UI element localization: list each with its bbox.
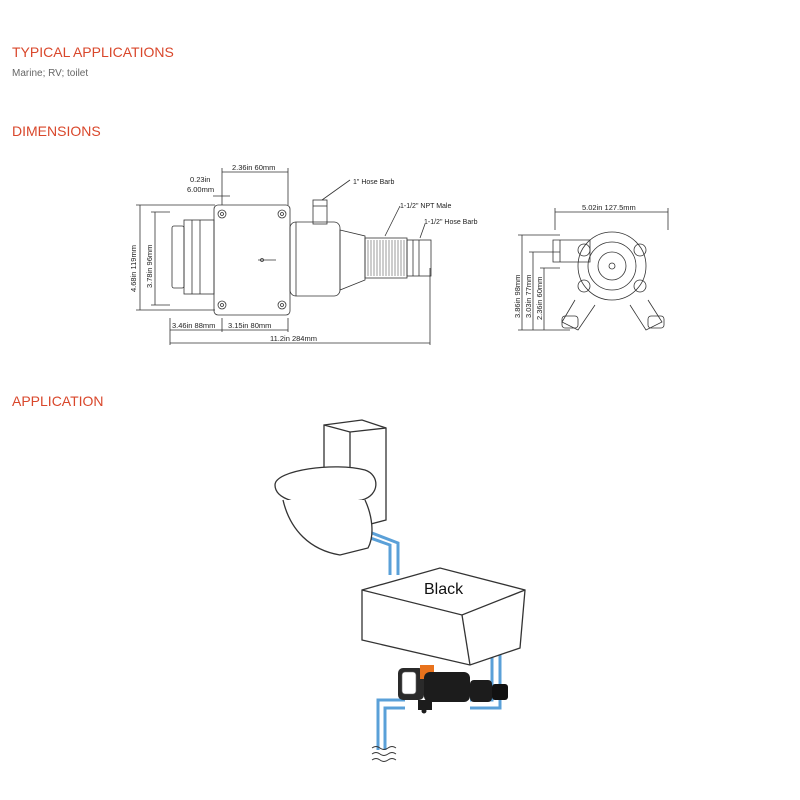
typical-applications-heading: TYPICAL APPLICATIONS: [12, 44, 174, 60]
toilet-illustration: [274, 419, 387, 556]
application-heading: APPLICATION: [12, 393, 104, 409]
label-hose-barb-1: 1" Hose Barb: [353, 179, 395, 186]
dim-hole-in: 0.23in: [190, 175, 210, 184]
top-hose-barb: [312, 199, 328, 225]
side-view-drawing: [518, 208, 669, 331]
pump-housing: [289, 221, 341, 297]
pump-illustration: [398, 665, 508, 714]
water-pipes: [361, 531, 502, 750]
black-tank: [361, 567, 526, 666]
dim-height-inner: 3.78in 96mm: [145, 245, 154, 288]
water-waves: [371, 746, 397, 762]
dim-side-h3: 2.36in 60mm: [535, 277, 544, 320]
motor-body: [183, 219, 215, 295]
dim-total-length: 11.2in 284mm: [270, 334, 317, 343]
application-illustration: Black: [274, 419, 526, 762]
mounting-plate: [213, 204, 291, 316]
dim-side-h2: 3.03in 77mm: [524, 275, 533, 318]
typical-applications-text: Marine; RV; toilet: [12, 68, 89, 79]
dim-side-width: 5.02in 127.5mm: [582, 203, 636, 212]
dim-mid-base: 3.15in 80mm: [228, 321, 271, 330]
dim-height-outer: 4.68in 119mm: [129, 245, 138, 292]
dimensions-heading: DIMENSIONS: [12, 123, 101, 139]
label-hose-barb-2: 1-1/2" Hose Barb: [424, 219, 478, 226]
motor-cap: [171, 225, 185, 289]
dim-hole-mm: 6.00mm: [187, 185, 214, 194]
dim-side-h1: 3.86in 98mm: [513, 275, 522, 318]
dim-left-base: 3.46in 88mm: [172, 321, 215, 330]
label-npt-male: 1-1/2" NPT Male: [400, 203, 451, 210]
dim-top-width: 2.36in 60mm: [232, 163, 275, 172]
tank-label: Black: [424, 581, 464, 598]
